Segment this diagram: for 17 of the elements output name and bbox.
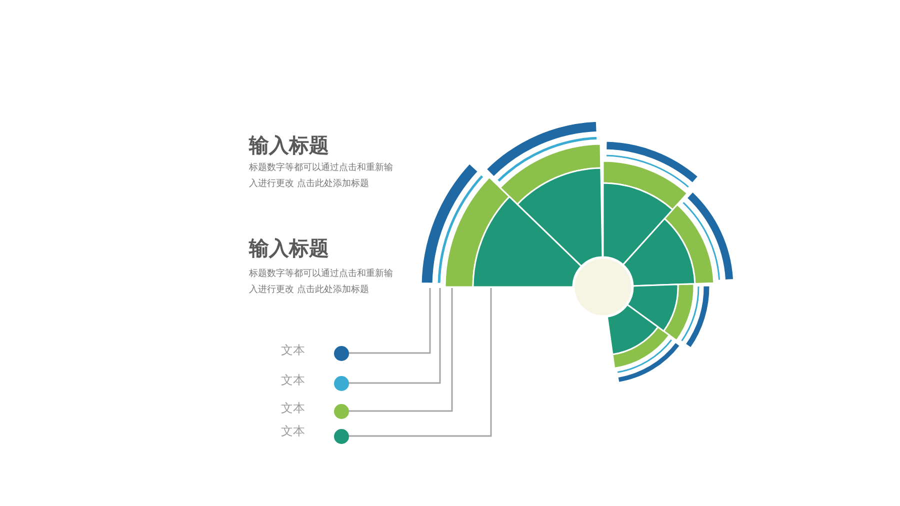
- dot-marker: [334, 346, 348, 360]
- body-text: 标题数字等都可以通过点击和重新输入进行更改 点击此处添加标题: [249, 162, 394, 191]
- dot-marker: [334, 376, 348, 390]
- dot-marker: [334, 428, 348, 444]
- outer-ring: [420, 120, 735, 384]
- leader-line: [348, 288, 492, 437]
- item-label: 文本: [281, 343, 305, 357]
- body-text: 标题数字等都可以通过点击和重新输入进行更改 点击此处添加标题: [249, 268, 394, 297]
- item-label: 文本: [281, 373, 305, 387]
- heading: 输入标题: [249, 133, 329, 157]
- heading: 输入标题: [249, 236, 329, 260]
- item-label: 文本: [281, 401, 305, 415]
- leader-line: [348, 288, 431, 354]
- leader-line: [348, 288, 441, 384]
- leader-line: [348, 288, 453, 412]
- dot-marker: [334, 404, 348, 418]
- item-label: 文本: [281, 424, 305, 438]
